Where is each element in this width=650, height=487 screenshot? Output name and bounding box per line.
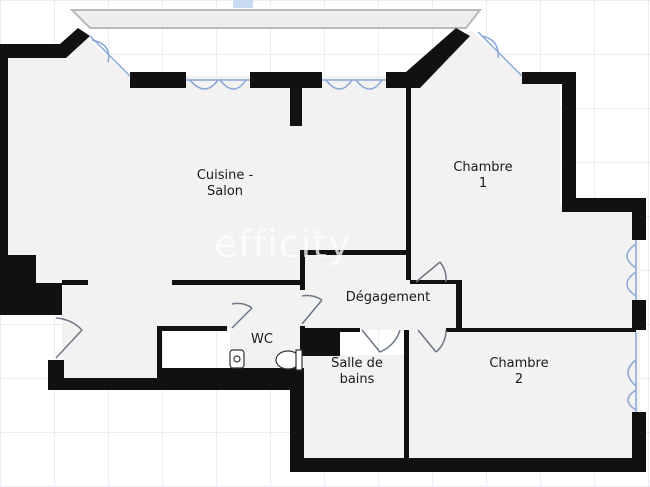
interior-walls [62,86,636,458]
floor-chambre2 [408,330,640,458]
door-salon-degagement [301,294,323,325]
door-wc [231,302,253,329]
door-chambre2 [417,329,447,353]
watermark-logo: efficity [214,222,352,266]
room-label-degagement: Dégagement [345,290,431,305]
room-label-wc: WC [251,332,273,347]
door-sdb [361,329,401,353]
terrace [69,0,483,29]
door-entrance [55,317,83,359]
wc-fixtures [229,349,303,371]
room-label-cuisine-salon: Cuisine - Salon [196,168,254,199]
sink-icon [229,349,245,369]
floor-cuisine-salon [0,36,408,380]
floor-chambre1 [408,30,640,330]
room-label-chambre2: Chambre 2 [489,356,549,387]
floor-salle-de-bains [302,355,406,458]
exterior-walls [0,28,646,472]
floor-fills [0,30,640,458]
floor-degagement [300,280,460,330]
room-label-chambre1: Chambre 1 [453,160,513,191]
doors [55,261,447,359]
room-label-salle-de-bains: Salle de bains [331,356,383,387]
door-degagement-chambre1 [415,261,447,283]
windows [89,31,637,412]
